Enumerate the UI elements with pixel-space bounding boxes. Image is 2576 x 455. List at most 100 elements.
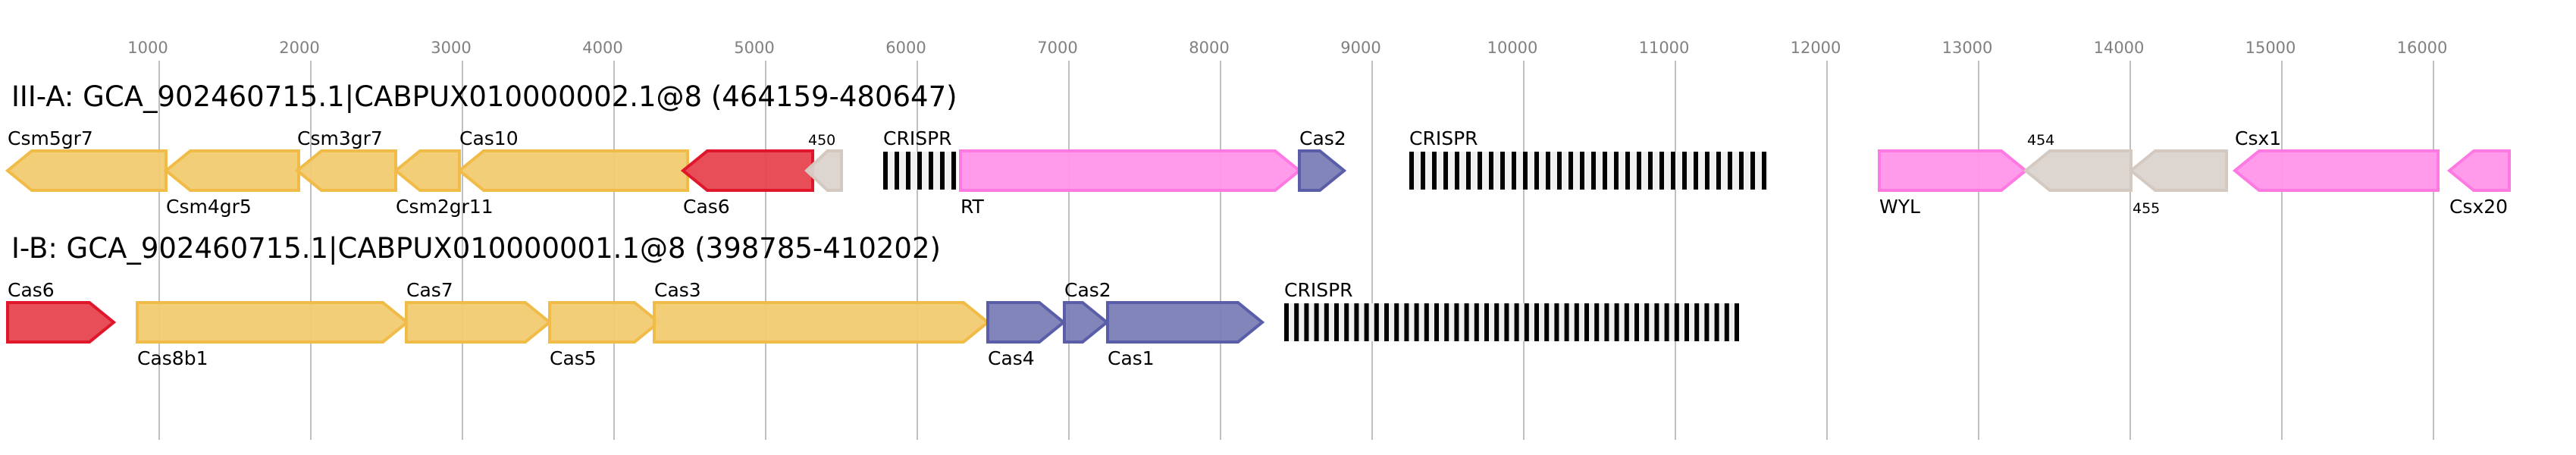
crispr-repeat [1624, 303, 1629, 341]
gene-track: Csm5gr7Csm4gr5Csm3gr7Csm2gr11Cas10Cas645… [5, 127, 2511, 218]
gene-cas4[interactable]: Cas4 [986, 301, 1067, 369]
gene-cas6[interactable]: Cas6 [6, 279, 117, 344]
gene-crispr[interactable]: CRISPR [883, 127, 957, 190]
tick-label: 8000 [1189, 39, 1229, 57]
gene-cas5[interactable]: Cas5 [548, 301, 662, 369]
crispr-repeat [1728, 152, 1732, 190]
crispr-repeat [951, 152, 956, 190]
crispr-repeat [1546, 152, 1550, 190]
gene-450[interactable]: 450 [804, 132, 843, 192]
gene-label: Cas2 [1064, 279, 1111, 301]
gene-label: 454 [2027, 132, 2054, 149]
crispr-repeat [1625, 152, 1630, 190]
gene-arrow [2446, 149, 2511, 192]
crispr-repeat [1474, 303, 1479, 341]
crispr-repeat [1394, 303, 1399, 341]
gene-label: Cas5 [550, 347, 597, 369]
tick-label: 11000 [1639, 39, 1690, 57]
crispr-repeat [1735, 303, 1739, 341]
gene-arrow [1063, 301, 1110, 344]
gene-label: 455 [2133, 200, 2160, 217]
locus-title: I-B: GCA_902460715.1|CABPUX010000001.1@8… [11, 232, 941, 265]
gene-label: Csx1 [2235, 127, 2281, 149]
gene-wyl[interactable]: WYL [1878, 149, 2029, 218]
crispr-repeat [1314, 303, 1319, 341]
crispr-repeat [1574, 303, 1579, 341]
tick-label: 15000 [2245, 39, 2296, 57]
crispr-repeat [1421, 152, 1425, 190]
crispr-repeat [1284, 303, 1289, 341]
gene-crispr[interactable]: CRISPR [1284, 279, 1739, 341]
gene-cas2[interactable]: Cas2 [1063, 279, 1111, 344]
crispr-repeat [917, 152, 922, 190]
crispr-repeat [929, 152, 933, 190]
gene-csm3gr7[interactable]: Csm3gr7 [294, 127, 397, 192]
crispr-array [1409, 152, 1768, 190]
crispr-repeat [1750, 152, 1755, 190]
crispr-repeat [1603, 152, 1607, 190]
gene-cas8b1[interactable]: Cas8b1 [136, 301, 410, 369]
crispr-repeat [1704, 303, 1709, 341]
crispr-repeat [1534, 303, 1539, 341]
tick-label: 5000 [734, 39, 774, 57]
crispr-repeat [1716, 152, 1721, 190]
tick-label: 10000 [1487, 39, 1538, 57]
tick-label: 7000 [1037, 39, 1077, 57]
gene-csx20[interactable]: Csx20 [2446, 149, 2511, 218]
gene-csm4gr5[interactable]: Csm4gr5 [163, 149, 300, 218]
gene-cas3[interactable]: Cas3 [653, 279, 991, 344]
gene-label: Csm2gr11 [396, 196, 494, 218]
gene-cas7[interactable]: Cas7 [405, 279, 553, 344]
gene-label: Csm5gr7 [8, 127, 93, 149]
gene-arrow [2232, 149, 2440, 192]
gene-label: Cas7 [406, 279, 453, 301]
gene-csx1[interactable]: Csx1 [2232, 127, 2440, 192]
crispr-repeat [1580, 152, 1584, 190]
gene-cas6[interactable]: Cas6 [680, 149, 814, 218]
gene-arrow [2128, 149, 2228, 192]
locus-title: III-A: GCA_902460715.1|CABPUX010000002.1… [11, 80, 957, 113]
grid-lines [158, 61, 2434, 440]
crispr-repeat [1434, 303, 1439, 341]
crispr-repeat [1294, 303, 1299, 341]
crispr-repeat [1644, 303, 1650, 341]
gene-arrow [548, 301, 662, 344]
gene-arrow [6, 301, 117, 344]
crispr-repeat [1324, 303, 1329, 341]
gene-cas1[interactable]: Cas1 [1106, 301, 1265, 369]
gene-arrow [456, 149, 689, 192]
crispr-repeat [883, 152, 888, 190]
crispr-repeat [1568, 152, 1573, 190]
gene-crispr[interactable]: CRISPR [1409, 127, 1768, 190]
gene-label: Cas10 [459, 127, 519, 149]
gene-arrow [294, 149, 397, 192]
gene-cas10[interactable]: Cas10 [456, 127, 689, 192]
crispr-repeat [1466, 152, 1471, 190]
crispr-repeat [1304, 303, 1309, 341]
gene-label: WYL [1879, 196, 1920, 218]
crispr-repeat [1444, 303, 1449, 341]
gene-arrow [2023, 149, 2133, 192]
crispr-repeat [1523, 152, 1528, 190]
crispr-repeat [1494, 303, 1500, 341]
gene-arrow [405, 301, 553, 344]
crispr-repeat [1512, 152, 1516, 190]
crispr-repeat [1443, 152, 1448, 190]
gene-label: Csm3gr7 [297, 127, 383, 149]
gene-454[interactable]: 454 [2023, 132, 2133, 192]
gene-cas2[interactable]: Cas2 [1298, 127, 1347, 192]
gene-csm5gr7[interactable]: Csm5gr7 [5, 127, 168, 192]
crispr-repeat [1484, 303, 1489, 341]
gene-rt[interactable]: RT [959, 149, 1302, 218]
gene-arrow [1878, 149, 2029, 192]
crispr-repeat [1544, 303, 1550, 341]
tick-label: 16000 [2397, 39, 2448, 57]
crispr-repeat [1504, 303, 1509, 341]
gene-455[interactable]: 455 [2128, 149, 2228, 217]
crispr-repeat [1762, 152, 1766, 190]
crispr-repeat [1414, 303, 1419, 341]
gene-label: Csm4gr5 [166, 196, 252, 218]
crispr-repeat [1671, 152, 1675, 190]
